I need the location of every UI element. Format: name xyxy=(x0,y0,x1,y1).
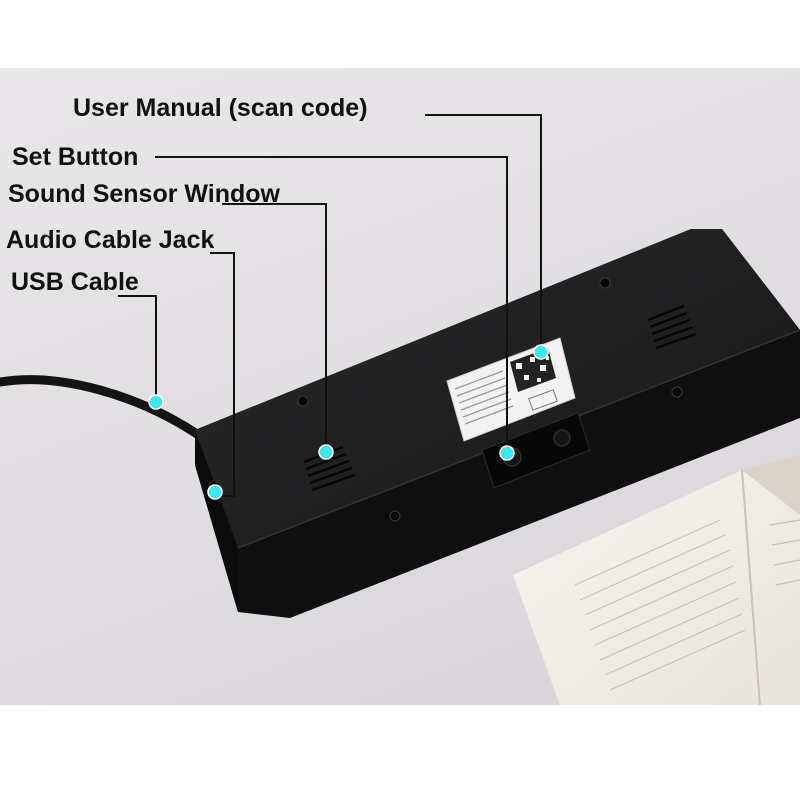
callout-sound-sensor-window: Sound Sensor Window xyxy=(8,180,280,208)
marker-usb-cable xyxy=(148,394,164,410)
screw xyxy=(599,277,611,289)
screw xyxy=(389,510,401,522)
callout-usb-cable: USB Cable xyxy=(11,268,139,296)
callout-set-button: Set Button xyxy=(12,143,139,171)
marker-user-manual xyxy=(533,344,549,360)
marker-audio-jack xyxy=(207,484,223,500)
callout-user-manual: User Manual (scan code) xyxy=(73,94,368,122)
book xyxy=(513,455,800,706)
usb-cable xyxy=(0,375,208,443)
leader-line-sound-sensor xyxy=(222,203,327,452)
secondary-button-knob xyxy=(553,429,571,447)
leader-line-audio-jack xyxy=(210,252,235,497)
speaker-grille xyxy=(647,304,697,350)
screw xyxy=(297,395,309,407)
callout-audio-cable-jack: Audio Cable Jack xyxy=(6,226,215,254)
marker-sound-sensor xyxy=(318,444,334,460)
screw xyxy=(671,386,683,398)
sound-sensor-grille xyxy=(303,445,356,492)
leader-line-usb-cable xyxy=(118,295,157,402)
marker-set-button xyxy=(499,445,515,461)
leader-line-set-button xyxy=(155,156,508,453)
leader-line-user-manual xyxy=(425,114,542,352)
qr-sticker xyxy=(446,337,576,442)
